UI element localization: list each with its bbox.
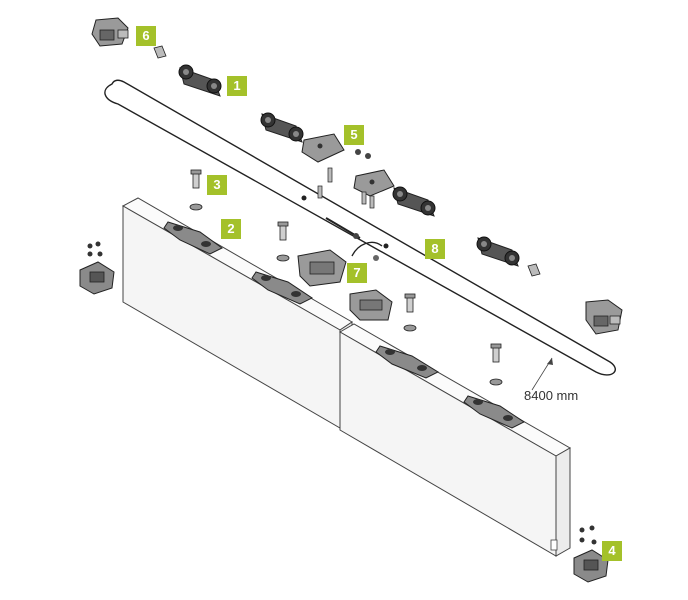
bolt xyxy=(489,343,503,386)
trolley xyxy=(476,236,520,267)
callout-badge-7: 7 xyxy=(347,263,367,283)
floor-guide xyxy=(79,241,115,295)
driver-bracket xyxy=(297,249,347,287)
bolt xyxy=(403,293,417,332)
trolley xyxy=(392,186,436,217)
top-fixing-plate xyxy=(463,395,525,429)
callout-badge-5: 5 xyxy=(344,125,364,145)
callout-badge-1: 1 xyxy=(227,76,247,96)
floor-guide xyxy=(573,525,609,583)
bolt xyxy=(276,221,290,262)
end-bracket xyxy=(585,299,623,335)
trolley xyxy=(260,112,304,143)
cable-length-label: 8400 mm xyxy=(524,388,579,403)
callout-badge-6: 6 xyxy=(136,26,156,46)
callout-badge-4: 4 xyxy=(602,541,622,561)
top-fixing-plate xyxy=(163,221,223,255)
cable-loop xyxy=(104,79,616,376)
callout-badge-2: 2 xyxy=(221,219,241,239)
callout-badge-8: 8 xyxy=(425,239,445,259)
callout-badge-3: 3 xyxy=(207,175,227,195)
top-fixing-plate xyxy=(251,271,313,305)
screw-set xyxy=(317,149,375,209)
trolley xyxy=(178,64,222,97)
cable-clamp xyxy=(353,169,395,197)
end-bracket xyxy=(91,17,129,47)
bolt xyxy=(189,169,203,211)
tension-rod xyxy=(325,217,383,261)
small-clip xyxy=(527,263,541,277)
top-fixing-plate xyxy=(375,345,440,379)
dimension-leader xyxy=(531,357,553,391)
door-panel-right xyxy=(338,323,572,557)
cable-clamp xyxy=(301,133,345,163)
driver-bracket xyxy=(349,289,393,321)
small-clip xyxy=(153,45,167,59)
